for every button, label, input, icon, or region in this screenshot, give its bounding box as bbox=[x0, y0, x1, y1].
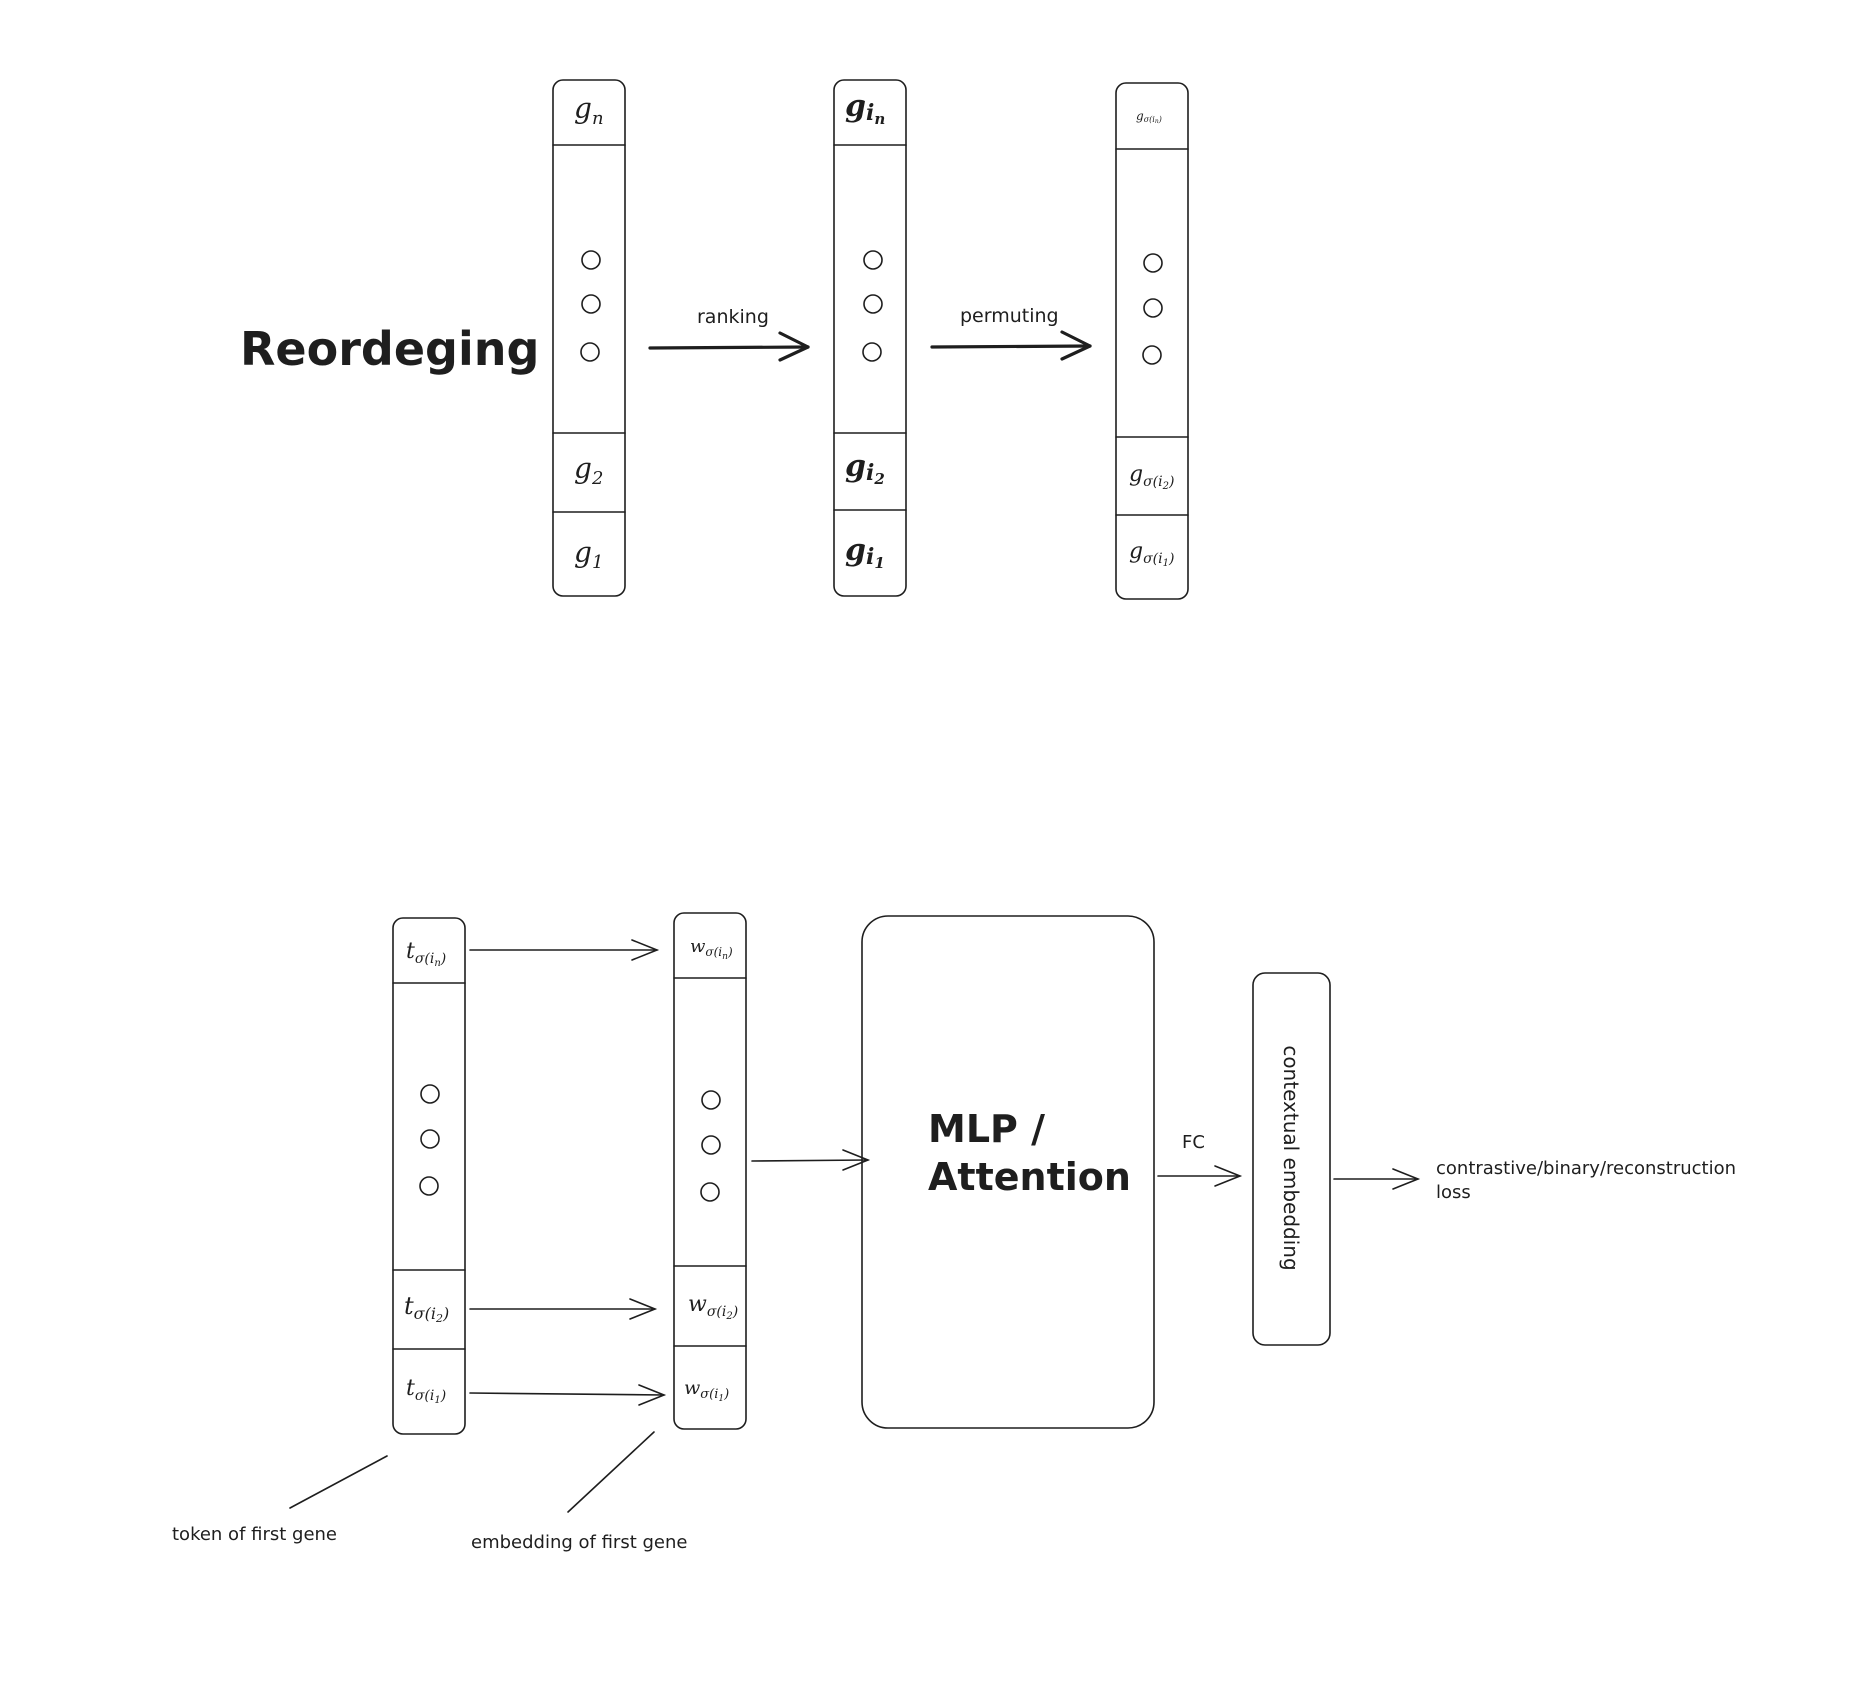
ellipsis-dot bbox=[419, 1176, 439, 1196]
column-frame bbox=[673, 912, 747, 1430]
loss-label: contrastive/binary/reconstruction loss bbox=[1436, 1158, 1736, 1203]
embedding-column: wσ(in) wσ(i2) wσ(i1) bbox=[673, 912, 747, 1430]
fc-label: FC bbox=[1182, 1132, 1205, 1153]
column-frame bbox=[392, 917, 466, 1435]
ellipsis-dot bbox=[581, 250, 601, 270]
gene-cell-first: g1 bbox=[574, 536, 603, 573]
loss-label-line1: contrastive/binary/reconstruction bbox=[1436, 1158, 1736, 1179]
token-annotation: token of first gene bbox=[172, 1455, 388, 1545]
token-column: tσ(in) tσ(i2) tσ(i1) bbox=[392, 917, 466, 1435]
ellipsis-dot bbox=[863, 250, 883, 270]
embedding-annotation: embedding of first gene bbox=[471, 1431, 687, 1553]
token-annotation-label: token of first gene bbox=[172, 1524, 337, 1545]
ranking-arrow: ranking bbox=[648, 306, 810, 362]
token-cell-second: tσ(i2) bbox=[404, 1292, 449, 1325]
embedding-cell-first: wσ(i1) bbox=[684, 1377, 729, 1404]
embedding-cell-top: wσ(in) bbox=[690, 936, 733, 962]
ellipsis-dot bbox=[420, 1129, 440, 1149]
ellipsis-dot bbox=[1142, 345, 1162, 365]
gene-column-ranked: gin gi2 gi1 bbox=[833, 79, 907, 597]
gene-cell-first: gσ(i1) bbox=[1129, 539, 1174, 569]
ellipsis-dot bbox=[581, 294, 601, 314]
gene-cell-top: gin bbox=[845, 89, 885, 128]
gene-cell-top: gn bbox=[574, 92, 604, 129]
ellipsis-dot bbox=[863, 294, 883, 314]
gene-cell-top: gσ(in) bbox=[1136, 109, 1162, 125]
loss-label-line2: loss bbox=[1436, 1182, 1471, 1203]
permuting-arrow: permuting bbox=[930, 305, 1092, 361]
ellipsis-dot bbox=[701, 1135, 721, 1155]
mlp-attention-block: MLP / Attention bbox=[861, 915, 1155, 1429]
permuting-label: permuting bbox=[960, 305, 1059, 327]
token-cell-top: tσ(in) bbox=[406, 939, 446, 969]
embedding-annotation-label: embedding of first gene bbox=[471, 1532, 687, 1553]
model-label-line2: Attention bbox=[928, 1155, 1131, 1199]
embedding-cell-second: wσ(i2) bbox=[688, 1292, 738, 1322]
ellipsis-dot bbox=[862, 342, 882, 362]
contextual-to-loss-arrow bbox=[1333, 1168, 1421, 1190]
contextual-frame bbox=[1252, 972, 1331, 1346]
gene-cell-second: gσ(i2) bbox=[1129, 462, 1174, 492]
ellipsis-dot bbox=[1143, 298, 1163, 318]
column-frame bbox=[552, 79, 626, 597]
gene-cell-second: g2 bbox=[574, 452, 603, 489]
ellipsis-dot bbox=[700, 1182, 720, 1202]
contextual-embedding-label: contextual embedding bbox=[1279, 1045, 1303, 1270]
ellipsis-dot bbox=[701, 1090, 721, 1110]
ellipsis-dot bbox=[1143, 253, 1163, 273]
gene-column-permuted: gσ(in) gσ(i2) gσ(i1) bbox=[1115, 82, 1189, 600]
ellipsis-dot bbox=[420, 1084, 440, 1104]
ellipsis-dot bbox=[580, 342, 600, 362]
ranking-label: ranking bbox=[697, 306, 769, 328]
contextual-embedding-block: contextual embedding bbox=[1252, 972, 1331, 1346]
embedding-to-model-arrow bbox=[751, 1149, 871, 1171]
model-label-line1: MLP / bbox=[928, 1107, 1045, 1151]
gene-cell-second: gi2 bbox=[845, 449, 885, 488]
model-frame bbox=[861, 915, 1155, 1429]
token-to-embedding-arrows bbox=[469, 939, 667, 1406]
token-cell-first: tσ(i1) bbox=[406, 1376, 446, 1406]
fc-arrow: FC bbox=[1157, 1132, 1243, 1187]
gene-cell-first: gi1 bbox=[845, 533, 885, 572]
column-frame bbox=[833, 79, 907, 597]
column-frame bbox=[1115, 82, 1189, 600]
gene-column-original: gn g2 g1 bbox=[552, 79, 626, 597]
reordering-title: Reordeging bbox=[240, 322, 539, 376]
